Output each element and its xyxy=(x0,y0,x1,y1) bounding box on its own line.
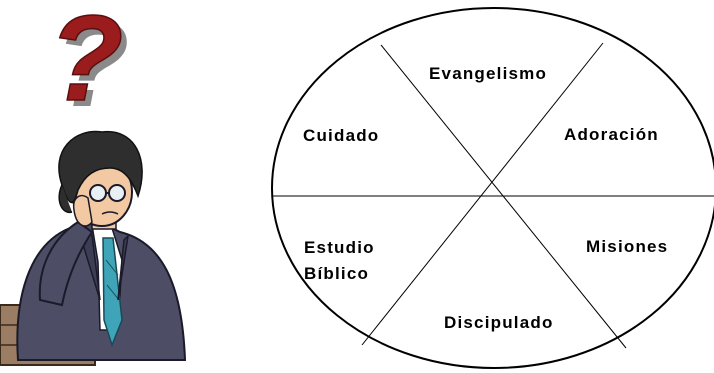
segment-label-evangelismo: Evangelismo xyxy=(429,64,547,83)
segment-label-cuidado: Cuidado xyxy=(303,126,379,145)
divider-diagonal-a xyxy=(380,44,627,349)
segment-label-adoracion: Adoración xyxy=(564,125,659,144)
ministry-wheel: Evangelismo Adoración Misiones Discipula… xyxy=(271,7,714,369)
divider-diagonal-b xyxy=(361,42,604,346)
segment-label-estudio-biblico: Estudio Bíblico xyxy=(304,238,381,283)
svg-text:?: ? xyxy=(55,0,130,132)
svg-text:?: ? xyxy=(49,0,124,126)
segment-label-estudio-line1: Estudio xyxy=(304,238,375,257)
thinking-man-illustration xyxy=(0,130,187,366)
segment-label-discipulado: Discipulado xyxy=(444,313,554,332)
wheel-outline xyxy=(271,7,714,369)
segment-label-misiones: Misiones xyxy=(586,237,668,256)
question-mark-icon: ? ? xyxy=(48,0,130,132)
segment-label-estudio-line2: Bíblico xyxy=(304,264,369,283)
